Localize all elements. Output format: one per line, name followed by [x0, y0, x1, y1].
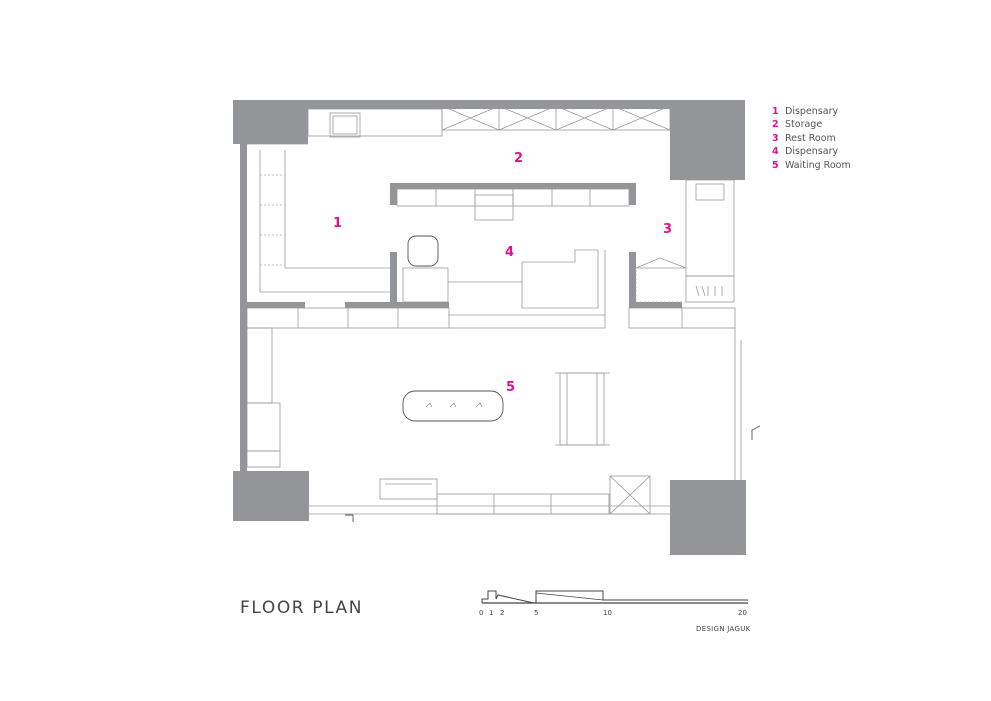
dispensary-4-furniture — [396, 188, 630, 329]
interior-walls — [247, 183, 682, 308]
scale-tick-20: 20 — [738, 609, 747, 617]
scale-tick-5: 5 — [534, 609, 538, 617]
rest-room-fixtures — [635, 179, 735, 303]
scale-bar: 0 1 2 5 10 20 — [479, 590, 748, 617]
room-number-3: 3 — [663, 222, 672, 237]
entry-markers — [345, 425, 761, 522]
plan-title: FLOOR PLAN — [240, 598, 364, 618]
scale-tick-2: 2 — [500, 609, 504, 617]
room-number-2: 2 — [514, 151, 523, 166]
room-number-1: 1 — [333, 216, 342, 231]
room-number-5: 5 — [506, 380, 515, 395]
waiting-room-furniture — [246, 307, 742, 515]
scale-tick-1: 1 — [489, 609, 493, 617]
room-number-4: 4 — [505, 245, 514, 260]
design-credit: DESIGN JAGUK — [696, 625, 751, 633]
room-numbers: 1 2 3 4 5 — [333, 151, 672, 395]
exterior-walls — [233, 100, 746, 555]
storage-cabinets — [441, 105, 671, 131]
scale-tick-10: 10 — [603, 609, 612, 617]
scale-tick-0: 0 — [479, 609, 483, 617]
